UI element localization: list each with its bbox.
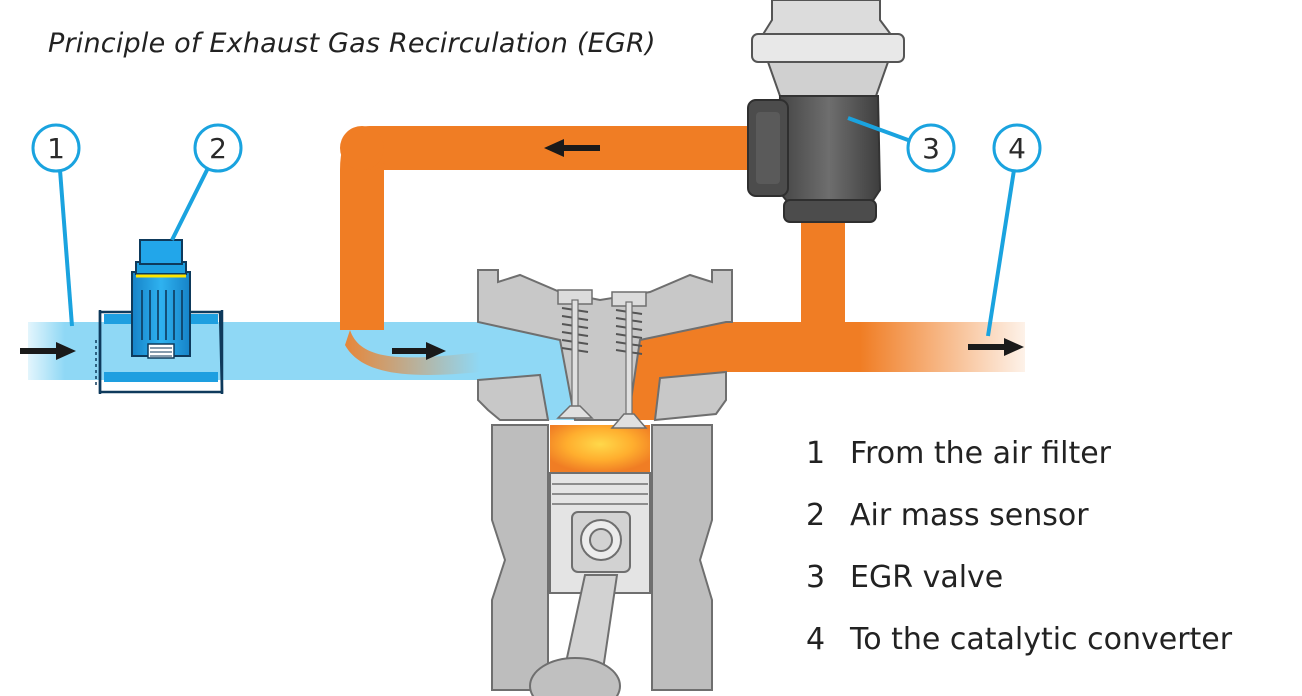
legend-item: 1 From the air filter xyxy=(806,432,1232,494)
callout-3-label: 3 xyxy=(922,132,940,165)
engine-block xyxy=(477,269,733,696)
arrow-intake-in xyxy=(20,342,76,360)
air-mass-sensor xyxy=(95,239,224,394)
egr-valve xyxy=(747,0,905,223)
exhaust-pipe xyxy=(628,322,1025,420)
legend-number: 3 xyxy=(806,560,826,595)
callout-4: 4 xyxy=(986,123,1042,337)
callout-1: 1 xyxy=(31,123,81,327)
intake-valve xyxy=(556,289,594,419)
legend-number: 1 xyxy=(806,436,826,471)
diagram-title: Principle of Exhaust Gas Recirculation (… xyxy=(48,28,656,59)
arrow-exhaust-out xyxy=(968,338,1024,356)
callout-2-label: 2 xyxy=(209,132,227,165)
callout-1-label: 1 xyxy=(47,132,65,165)
legend-item: 4 To the catalytic converter xyxy=(806,618,1232,680)
legend-label: From the air filter xyxy=(850,436,1112,471)
legend-item: 3 EGR valve xyxy=(806,556,1232,618)
arrow-egr-return xyxy=(544,139,600,157)
legend-number: 2 xyxy=(806,498,826,533)
callout-3: 3 xyxy=(847,116,956,173)
legend-label: To the catalytic converter xyxy=(850,622,1233,657)
legend-label: EGR valve xyxy=(850,560,1004,595)
arrow-intake-mixed xyxy=(392,342,446,360)
callout-2: 2 xyxy=(170,123,243,241)
legend-number: 4 xyxy=(806,622,826,657)
flow-arrows xyxy=(20,139,1024,360)
exhaust-valve xyxy=(610,291,648,429)
legend-item: 2 Air mass sensor xyxy=(806,494,1232,556)
callout-4-label: 4 xyxy=(1008,132,1026,165)
combustion-chamber xyxy=(550,425,650,473)
legend-label: Air mass sensor xyxy=(850,498,1089,533)
